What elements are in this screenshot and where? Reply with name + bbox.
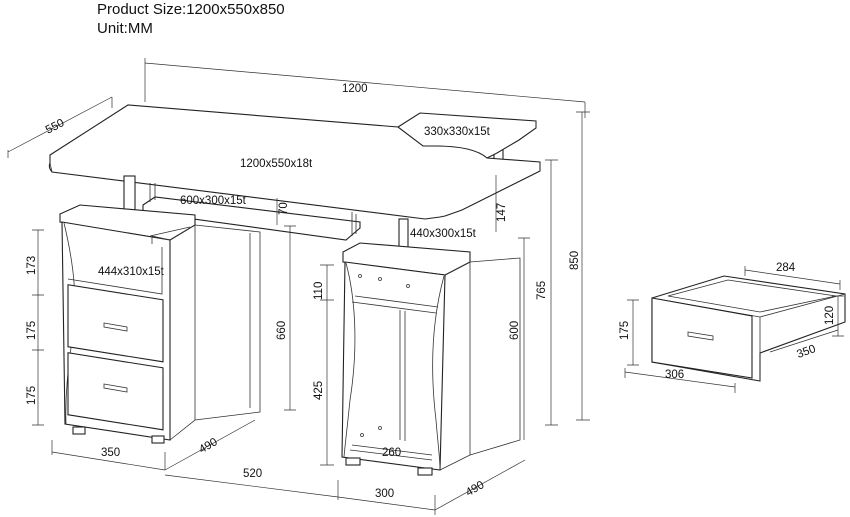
dim-line-425 <box>320 300 334 466</box>
label-right-width-300: 300 <box>375 488 394 500</box>
label-middle-520: 520 <box>243 468 262 480</box>
dim-line-120 <box>832 295 844 337</box>
label-right-shelf: 440x300x15t <box>410 228 477 240</box>
dim-line-260 <box>349 449 433 461</box>
drawer-detail-drawing <box>624 266 846 393</box>
label-height-660: 660 <box>276 321 288 340</box>
dim-line-350-left <box>51 440 166 471</box>
label-height-110: 110 <box>313 282 325 300</box>
label-height-425: 425 <box>313 381 325 400</box>
dim-line-600 <box>518 237 530 440</box>
foot-left-back <box>151 435 165 444</box>
dim-line-850 <box>576 111 590 421</box>
dim-line-300-right <box>337 495 436 515</box>
label-top-depth: 550 <box>44 117 67 136</box>
dim-line-765 <box>545 159 558 426</box>
dim-line-284 <box>744 266 841 290</box>
unit-label: Unit:MM <box>97 20 153 37</box>
label-left-width-350: 350 <box>101 447 120 459</box>
dim-line-490-left <box>164 419 256 471</box>
drawer-detail-handle <box>687 331 714 341</box>
label-shelf-top: 330x330x15t <box>424 126 491 138</box>
foot-right-front <box>345 457 361 466</box>
foot-left-front <box>72 426 86 435</box>
label-drawer-depth-350: 350 <box>795 343 817 361</box>
label-left-175b: 175 <box>26 386 38 405</box>
label-keyboard-tray: 600x300x15t <box>180 195 247 207</box>
dim-line-660 <box>284 225 296 411</box>
label-total-height: 850 <box>569 251 581 270</box>
label-left-shelf: 444x310x15t <box>98 266 165 278</box>
label-drawer-front-175: 175 <box>619 321 631 340</box>
dim-line-175-drawer <box>627 299 639 366</box>
label-gap-70: 70 <box>278 202 290 215</box>
label-height-600: 600 <box>509 321 521 340</box>
label-left-173: 173 <box>26 256 38 275</box>
dim-line-left-heights <box>32 229 44 426</box>
label-right-depth-490: 490 <box>464 479 487 499</box>
label-right-inner-260: 260 <box>382 447 401 459</box>
dim-line-550 <box>7 96 113 158</box>
dim-line-1200 <box>144 58 586 118</box>
desk-drawing <box>7 58 590 515</box>
dim-line-490-right <box>434 459 526 511</box>
label-top-width: 1200 <box>342 83 368 95</box>
product-size-label: Product Size:1200x550x850 <box>97 1 285 18</box>
label-drawer-height-120: 120 <box>824 306 836 325</box>
drawer-lower <box>67 352 164 431</box>
foot-right-back <box>417 467 433 476</box>
label-drawer-front-306: 306 <box>665 369 684 381</box>
label-left-175a: 175 <box>26 321 38 340</box>
label-desktop-panel: 1200x550x18t <box>240 158 313 170</box>
drawer-handle-lower <box>103 383 128 393</box>
label-left-depth-490: 490 <box>197 436 220 456</box>
right-pedestal-body <box>341 261 446 471</box>
label-gap-147: 147 <box>496 203 508 222</box>
label-height-765: 765 <box>536 281 548 300</box>
dim-line-306 <box>624 368 736 393</box>
dim-line-520 <box>164 474 339 500</box>
label-drawer-width-284: 284 <box>776 262 796 274</box>
drawer-handle-upper <box>103 322 128 332</box>
drawer-upper <box>67 284 164 363</box>
dim-line-350-drawer <box>769 329 839 353</box>
